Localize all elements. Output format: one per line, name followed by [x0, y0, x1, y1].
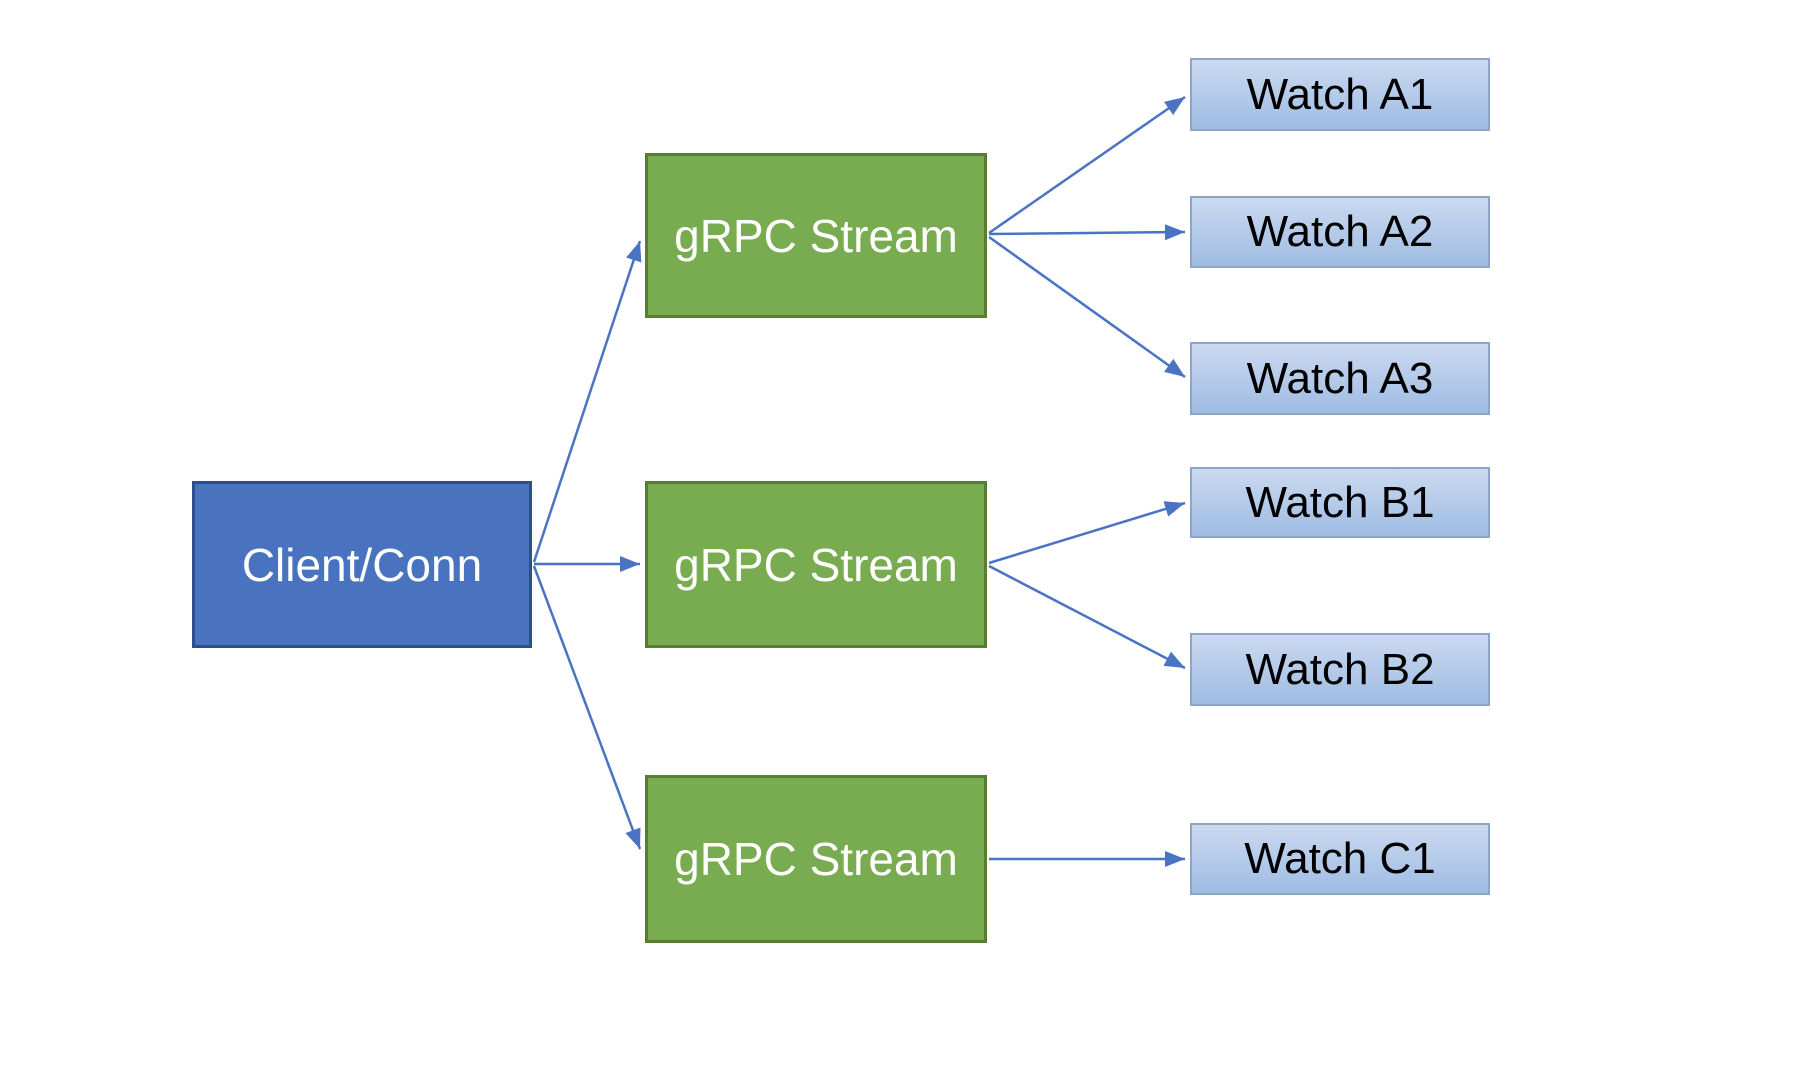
connector-stream2-watch-b1: [988, 501, 1186, 565]
node-watch-b2: Watch B2: [1190, 633, 1490, 706]
node-watch-a1: Watch A1: [1190, 58, 1490, 131]
node-grpc-stream-2: gRPC Stream: [645, 481, 987, 648]
node-watch-b1: Watch B1: [1190, 467, 1490, 538]
node-watch-c1: Watch C1: [1190, 823, 1490, 895]
connector-stream1-watch-a3: [988, 235, 1186, 379]
connector-stream2-watch-b2: [988, 564, 1186, 670]
connector-stream1-watch-a1: [988, 95, 1186, 235]
node-watch-a3: Watch A3: [1190, 342, 1490, 415]
node-grpc-stream-1: gRPC Stream: [645, 153, 987, 318]
connector-client-stream3: [532, 565, 642, 850]
node-watch-a2: Watch A2: [1190, 196, 1490, 268]
connector-client-stream1: [532, 240, 642, 563]
node-client-conn: Client/Conn: [192, 481, 532, 648]
node-grpc-stream-3: gRPC Stream: [645, 775, 987, 943]
connector-stream1-watch-a2: [988, 224, 1186, 241]
